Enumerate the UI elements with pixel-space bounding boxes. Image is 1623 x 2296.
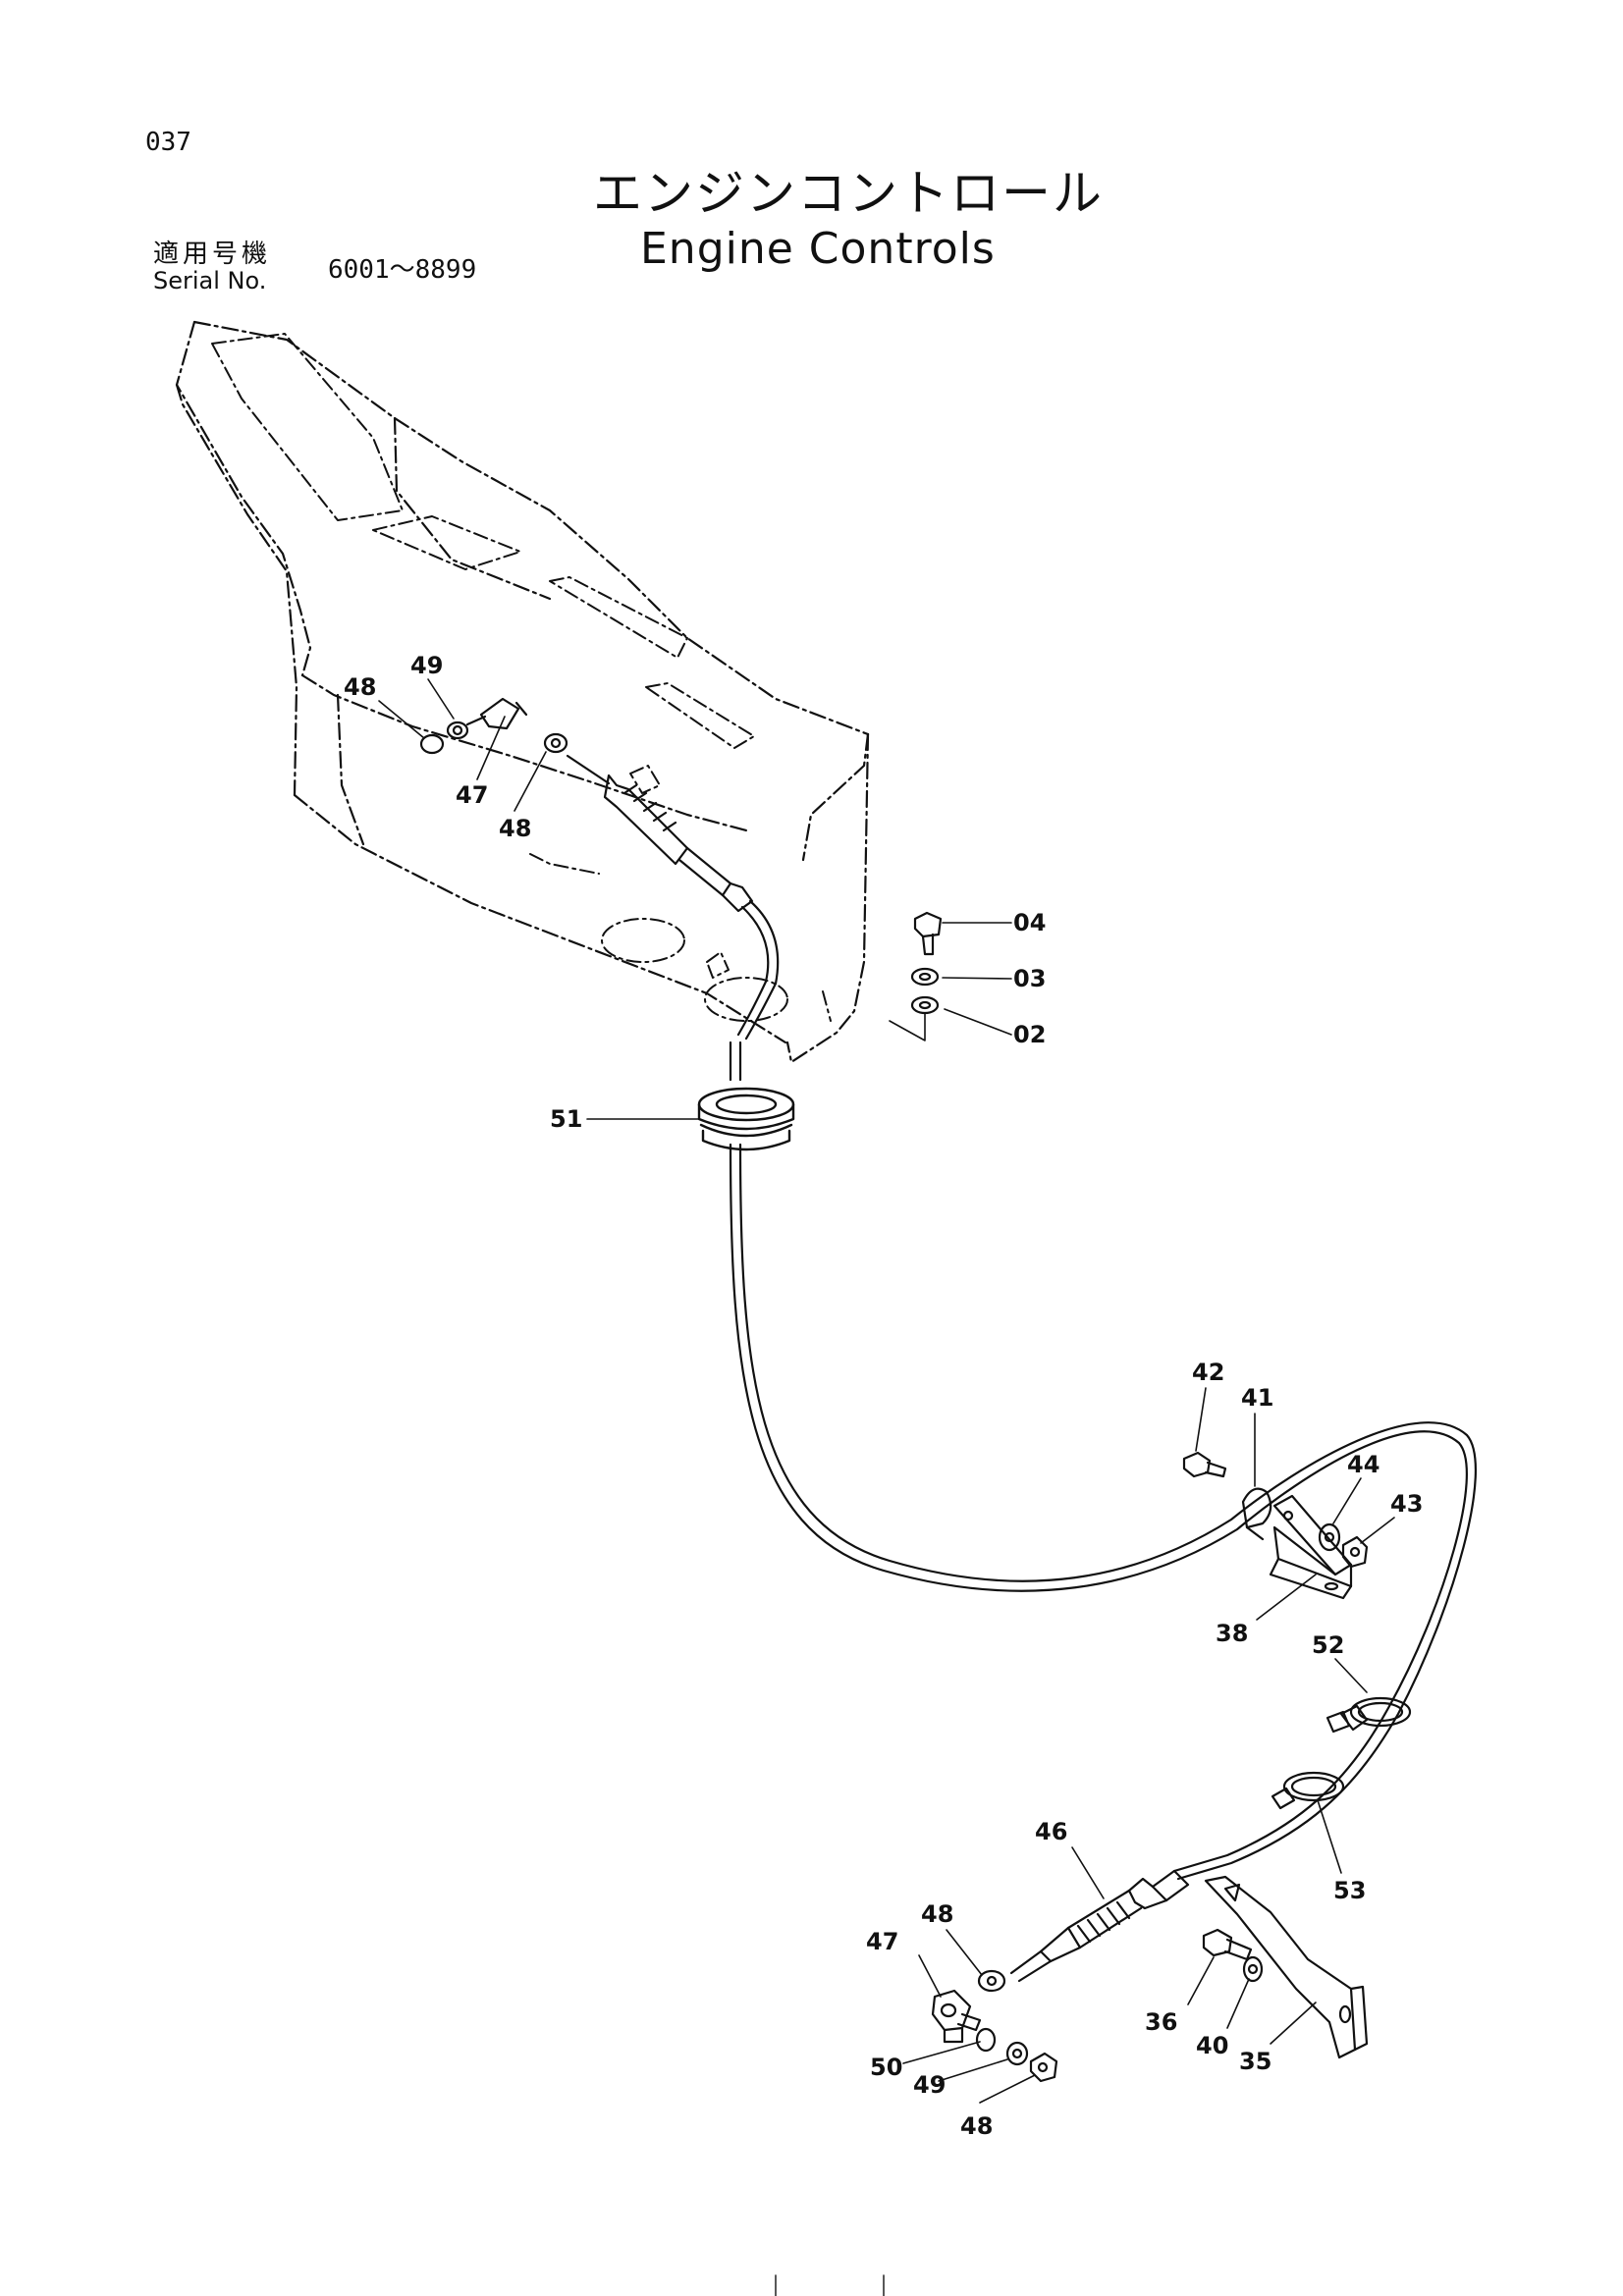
callout-48-lower-top: 48 (921, 1900, 953, 1928)
title-english: Engine Controls (640, 224, 996, 274)
bracket-35 (1204, 1875, 1369, 2059)
callout-52: 52 (1312, 1631, 1344, 1659)
callout-labels: 48 49 47 48 04 03 02 51 42 41 44 43 38 5… (344, 652, 1423, 2140)
bracket-38 (1269, 1494, 1353, 1600)
callout-47-upper: 47 (456, 781, 488, 809)
callout-51: 51 (550, 1105, 582, 1133)
serial-label-japanese: 適用号機 (153, 240, 272, 269)
cable-clamp-53 (1271, 1771, 1345, 1810)
callout-50: 50 (870, 2054, 902, 2081)
callout-04: 04 (1013, 909, 1046, 936)
serial-range: 6001～8899 (328, 255, 477, 285)
nut-44 (1318, 1522, 1341, 1552)
lower-ball-joint (931, 1969, 1006, 2044)
upper-cable-end (566, 754, 780, 1041)
washer-40 (1242, 1955, 1264, 1983)
callout-48-lower: 48 (960, 2112, 993, 2140)
console-cutouts (211, 333, 832, 1022)
callout-44: 44 (1347, 1451, 1380, 1478)
callout-49-lower: 49 (913, 2071, 946, 2099)
grommet-51 (697, 1087, 795, 1151)
callout-41: 41 (1241, 1384, 1273, 1412)
serial-label-english: Serial No. (153, 267, 267, 294)
washer-50 (975, 2027, 997, 2053)
lower-cable-end-46 (1009, 1869, 1190, 1983)
bolt-04-assembly (889, 911, 943, 1041)
scan-marks (775, 2274, 885, 2296)
callout-46: 46 (1035, 1818, 1067, 1845)
nut-43 (1341, 1535, 1369, 1569)
callout-48-upper-left: 48 (344, 673, 376, 701)
callout-49-upper: 49 (410, 652, 443, 679)
upper-ball-joint (419, 697, 568, 755)
callout-42: 42 (1192, 1359, 1224, 1386)
cable-clamp-41 (1241, 1487, 1272, 1541)
bolt-36 (1202, 1928, 1253, 1961)
leader-lines (378, 678, 1395, 2104)
nut-48-lower (1029, 2052, 1058, 2083)
callout-36: 36 (1145, 2008, 1177, 2036)
washer-49-lower (1005, 2041, 1029, 2066)
callout-53: 53 (1333, 1877, 1366, 1904)
cable-clamp-52 (1325, 1696, 1412, 1734)
page-number: 037 (145, 128, 191, 157)
callout-03: 03 (1013, 965, 1046, 992)
callout-38: 38 (1216, 1620, 1248, 1647)
callout-35: 35 (1239, 2048, 1271, 2075)
callout-48-upper: 48 (499, 815, 531, 842)
title-japanese: エンジンコントロール (593, 165, 1104, 222)
bolt-42 (1182, 1451, 1227, 1478)
callout-43: 43 (1390, 1490, 1423, 1518)
callout-40: 40 (1196, 2032, 1228, 2059)
callout-47-lower: 47 (866, 1928, 898, 1955)
callout-02: 02 (1013, 1021, 1046, 1048)
console-housing (175, 320, 870, 1064)
